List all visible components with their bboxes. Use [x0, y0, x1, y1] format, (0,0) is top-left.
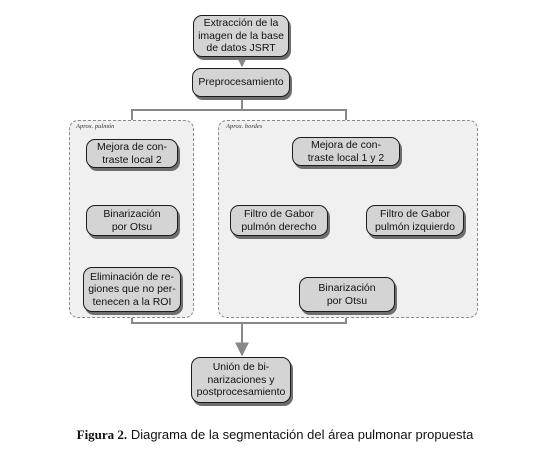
node-local-contrast-1-2: Mejora de con-traste local 1 y 2	[292, 137, 400, 166]
group-borders-approach-label: Aprox. bordes	[226, 123, 263, 130]
group-lung-approach-label: Aprox. pulmón	[76, 123, 115, 130]
figure-caption: Figura 2. Diagrama de la segmentación de…	[0, 427, 550, 443]
node-local-contrast-2: Mejora de con-traste local 2	[86, 139, 178, 168]
node-roi-region-removal: Eliminación de re-giones que no per-tene…	[83, 267, 181, 312]
figure-caption-label: Figura 2.	[76, 427, 128, 442]
edge-roi-union	[131, 312, 249, 357]
node-preprocessing: Preprocesamiento	[192, 68, 290, 97]
figure-caption-text: Diagrama de la segmentación del área pul…	[130, 427, 474, 442]
